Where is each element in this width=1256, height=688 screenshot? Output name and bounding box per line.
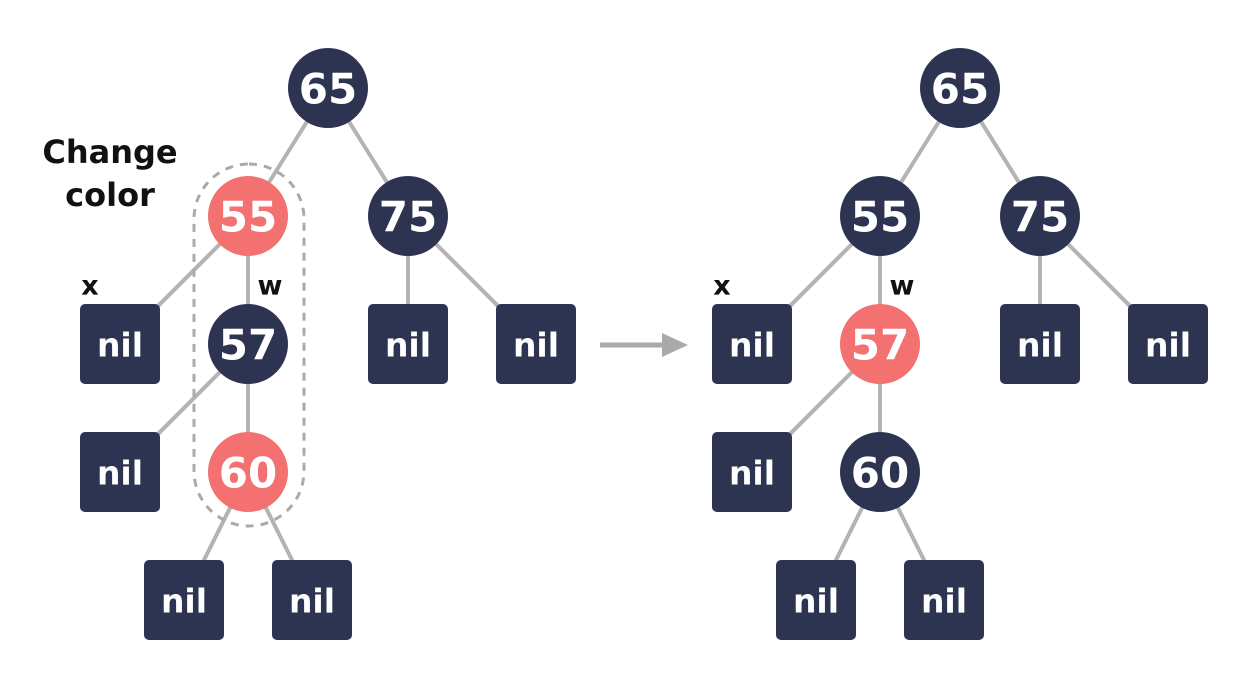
svg-text:65: 65 <box>299 65 357 114</box>
node-75: 75 <box>368 176 448 256</box>
nil-leaf: nil <box>1128 304 1208 384</box>
node-57: 57 <box>840 304 920 384</box>
svg-text:75: 75 <box>1011 193 1069 242</box>
svg-text:nil: nil <box>729 326 775 365</box>
svg-text:nil: nil <box>385 326 431 365</box>
nil-leaf: nil <box>904 560 984 640</box>
node-60: 60 <box>840 432 920 512</box>
nil-leaf: nil <box>144 560 224 640</box>
node-60: 60 <box>208 432 288 512</box>
svg-text:75: 75 <box>379 193 437 242</box>
svg-text:nil: nil <box>97 454 143 493</box>
svg-text:nil: nil <box>729 454 775 493</box>
nil-leaf: nil <box>712 304 792 384</box>
label-w: w <box>890 271 915 302</box>
annotation-line-2: color <box>65 176 155 214</box>
highlight-outline <box>192 162 306 528</box>
nil-leaf: nil <box>496 304 576 384</box>
svg-text:57: 57 <box>219 321 277 370</box>
nil-leaf: nil <box>80 432 160 512</box>
svg-text:nil: nil <box>289 582 335 621</box>
svg-text:60: 60 <box>851 449 909 498</box>
after-tree: 65 55 75 57 60 nil nil nil <box>712 48 1208 640</box>
node-55: 55 <box>840 176 920 256</box>
nil-leaf: nil <box>776 560 856 640</box>
svg-text:nil: nil <box>1145 326 1191 365</box>
svg-text:57: 57 <box>851 321 909 370</box>
node-65: 65 <box>920 48 1000 128</box>
svg-text:nil: nil <box>97 326 143 365</box>
svg-text:nil: nil <box>513 326 559 365</box>
label-w: w <box>258 271 283 302</box>
label-x: x <box>81 271 98 302</box>
nil-leaf: nil <box>272 560 352 640</box>
label-x: x <box>713 271 730 302</box>
transition-arrow-icon <box>600 333 688 357</box>
annotation-line-1: Change <box>42 133 177 171</box>
node-57: 57 <box>208 304 288 384</box>
node-65: 65 <box>288 48 368 128</box>
svg-text:nil: nil <box>1017 326 1063 365</box>
nil-leaf: nil <box>1000 304 1080 384</box>
svg-text:55: 55 <box>851 193 909 242</box>
svg-text:nil: nil <box>921 582 967 621</box>
svg-text:65: 65 <box>931 65 989 114</box>
svg-text:nil: nil <box>793 582 839 621</box>
before-tree: 65 55 75 57 60 nil nil nil <box>42 48 576 640</box>
nil-leaf: nil <box>80 304 160 384</box>
node-55: 55 <box>208 176 288 256</box>
node-75: 75 <box>1000 176 1080 256</box>
svg-text:nil: nil <box>161 582 207 621</box>
nil-leaf: nil <box>368 304 448 384</box>
nil-leaf: nil <box>712 432 792 512</box>
svg-text:55: 55 <box>219 193 277 242</box>
svg-text:60: 60 <box>219 449 277 498</box>
